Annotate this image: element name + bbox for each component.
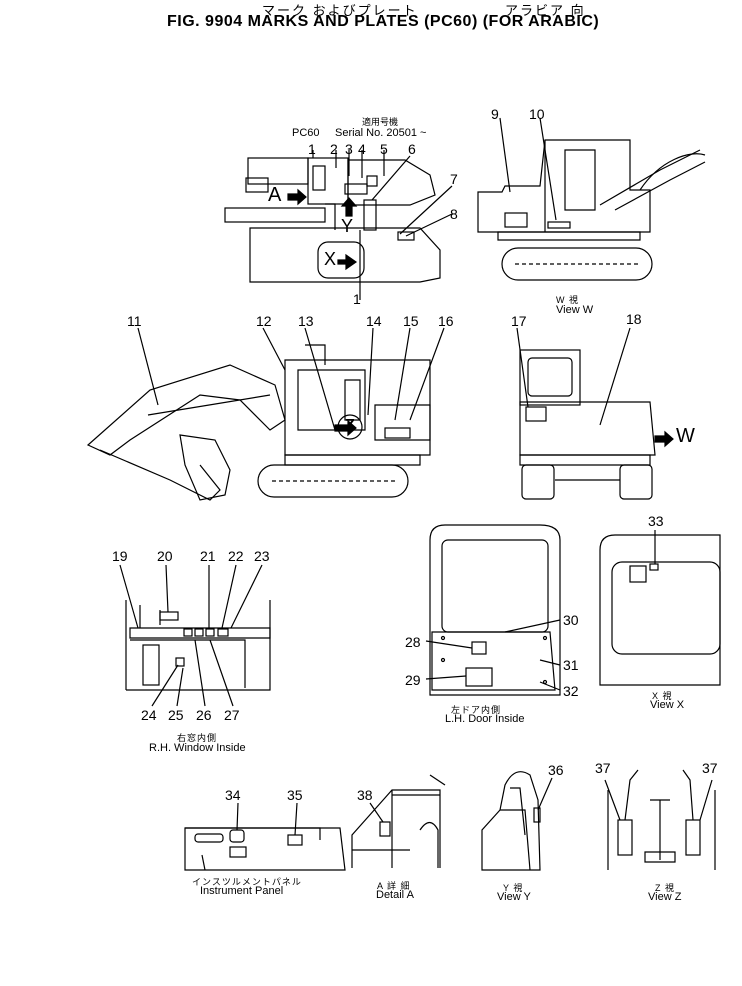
callout-14: 14 [366, 313, 382, 329]
callout-15: 15 [403, 313, 419, 329]
lh-door-inside [425, 524, 561, 696]
rh-window-caption: R.H. Window Inside [149, 742, 246, 754]
callout-26: 26 [196, 707, 212, 723]
instrument-panel [184, 802, 346, 871]
view-y-caption: View Y [497, 891, 531, 903]
callout-11: 11 [127, 313, 142, 329]
view-w-caption: View W [556, 304, 594, 316]
callout-7: 7 [450, 171, 458, 187]
callout-16: 16 [438, 313, 454, 329]
callout-13: 13 [298, 313, 314, 329]
lh-door-caption: L.H. Door Inside [445, 713, 525, 725]
callout-8: 8 [450, 206, 458, 222]
callout-30: 30 [563, 612, 579, 628]
callout-32: 32 [563, 683, 579, 699]
callout-33: 33 [648, 513, 664, 529]
callout-9: 9 [491, 106, 499, 122]
callout-37-left: 37 [595, 760, 611, 776]
callout-37-right: 37 [702, 760, 718, 776]
arrow-x-label: X [324, 249, 337, 269]
view-y-jp: Y 視 [503, 883, 524, 893]
serial-jp-label: 適用号機 [362, 117, 399, 127]
arrow-w-label: W [676, 425, 695, 447]
upper-structure-detail [224, 150, 453, 300]
callout-34: 34 [225, 787, 241, 803]
label-y: Y [341, 216, 354, 236]
callout-28: 28 [405, 634, 421, 650]
callout-10: 10 [529, 106, 545, 122]
callout-21: 21 [200, 548, 216, 564]
view-w-jp: W 視 [556, 295, 579, 305]
callout-4: 4 [358, 141, 366, 157]
arrow-a-label: A [268, 184, 282, 206]
callout-24: 24 [141, 707, 157, 723]
callout-35: 35 [287, 787, 303, 803]
callout-5: 5 [380, 141, 388, 157]
detail-a-jp: A 詳 細 [377, 881, 411, 891]
instrument-caption: Instrument Panel [200, 885, 284, 897]
callout-6: 6 [408, 141, 416, 157]
callout-1: 1 [308, 141, 316, 157]
callout-2: 2 [330, 141, 338, 157]
side-view-excavator [86, 327, 445, 501]
callout-22: 22 [228, 548, 244, 564]
callout-20: 20 [157, 548, 173, 564]
rear-view-excavator [516, 327, 674, 500]
callout-27: 27 [224, 707, 240, 723]
lh-door-jp: 左ドア内側 [451, 705, 502, 715]
japanese-title: マーク およびプレート [262, 3, 418, 18]
japanese-title-arabic: アラビア 向 [505, 3, 586, 18]
view-x-caption: View X [650, 699, 685, 711]
detail-a-caption: Detail A [376, 889, 414, 901]
view-z-jp: Z 視 [655, 883, 675, 893]
callout-18: 18 [626, 311, 642, 327]
callout-29: 29 [405, 672, 421, 688]
callout-19: 19 [112, 548, 128, 564]
view-x-jp: X 視 [652, 691, 673, 701]
instrument-jp: インスツルメントパネル [192, 877, 302, 887]
view-z [604, 769, 716, 870]
callout-23: 23 [254, 548, 270, 564]
rh-window-inside [119, 564, 271, 707]
model-label: PC60 [292, 127, 320, 139]
callout-36: 36 [548, 762, 564, 778]
detail-a [351, 774, 446, 868]
rh-window-jp: 右窓内側 [177, 733, 218, 743]
serial-label: Serial No. 20501 ~ [335, 127, 427, 139]
view-x [599, 530, 721, 686]
view-z-caption: View Z [648, 891, 682, 903]
view-y [481, 771, 553, 871]
callout-1-bottom: 1 [353, 291, 361, 307]
callout-3: 3 [345, 141, 353, 157]
view-w-excavator [477, 117, 706, 281]
figure-title: FIG. 9904 MARKS AND PLATES (PC60) (FOR A… [167, 13, 600, 30]
callout-31: 31 [563, 657, 579, 673]
callout-25: 25 [168, 707, 184, 723]
callout-38: 38 [357, 787, 373, 803]
callout-17: 17 [511, 313, 527, 329]
callout-12: 12 [256, 313, 272, 329]
